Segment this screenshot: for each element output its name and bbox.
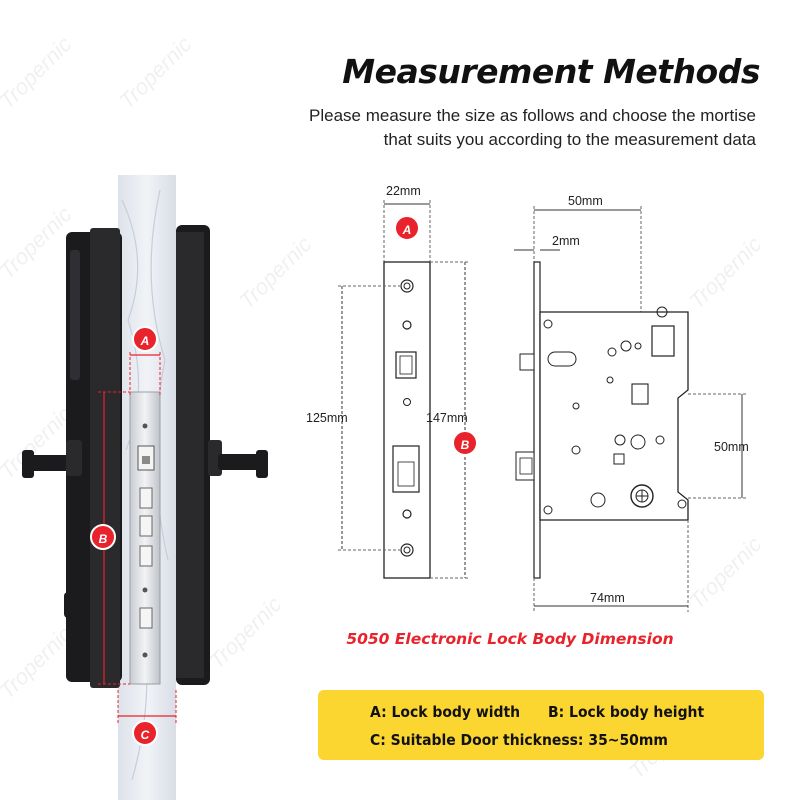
lock-case-outline bbox=[539, 311, 689, 521]
faceplate-outline bbox=[383, 261, 431, 579]
lock-side-plate bbox=[533, 261, 541, 579]
page-title: Measurement Methods bbox=[342, 52, 760, 91]
marker-b-badge: B bbox=[90, 524, 116, 550]
door-lock-illustration bbox=[22, 175, 268, 800]
diagram-caption: 5050 Electronic Lock Body Dimension bbox=[346, 630, 674, 648]
page-subtitle-line-1: Please measure the size as follows and c… bbox=[309, 106, 756, 125]
legend-item-a: A: Lock body width bbox=[370, 703, 521, 721]
plate-thickness-label: 2mm bbox=[552, 234, 580, 248]
watermark-text: Tropernic bbox=[0, 31, 77, 114]
thumb-turn bbox=[64, 592, 88, 618]
faceplate-width-label: 22mm bbox=[386, 184, 421, 198]
legend-item-c: C: Suitable Door thickness: 35~50mm bbox=[370, 731, 668, 749]
hole-spacing-label: 125mm bbox=[306, 411, 348, 425]
marker-c-badge: C bbox=[132, 720, 158, 746]
page-subtitle-line-2: that suits you according to the measurem… bbox=[383, 130, 756, 149]
faceplate-front-view bbox=[338, 200, 470, 579]
legend-item-b: B: Lock body height bbox=[548, 703, 705, 721]
faceplate-marker-a: A bbox=[394, 215, 420, 241]
marker-a-badge: A bbox=[132, 326, 158, 352]
lock-body-side-view bbox=[514, 206, 746, 612]
lockbody-depth-label: 74mm bbox=[590, 591, 625, 605]
mortise-faceplate bbox=[129, 391, 161, 685]
lockbody-width-label: 50mm bbox=[568, 194, 603, 208]
faceplate-marker-b: B bbox=[452, 430, 478, 456]
watermark-text: Tropernic bbox=[114, 31, 197, 114]
spindle-spacing-label: 50mm bbox=[714, 440, 749, 454]
faceplate-height-label: 147mm bbox=[426, 411, 468, 425]
legend-box: A: Lock body width B: Lock body height C… bbox=[318, 690, 764, 760]
